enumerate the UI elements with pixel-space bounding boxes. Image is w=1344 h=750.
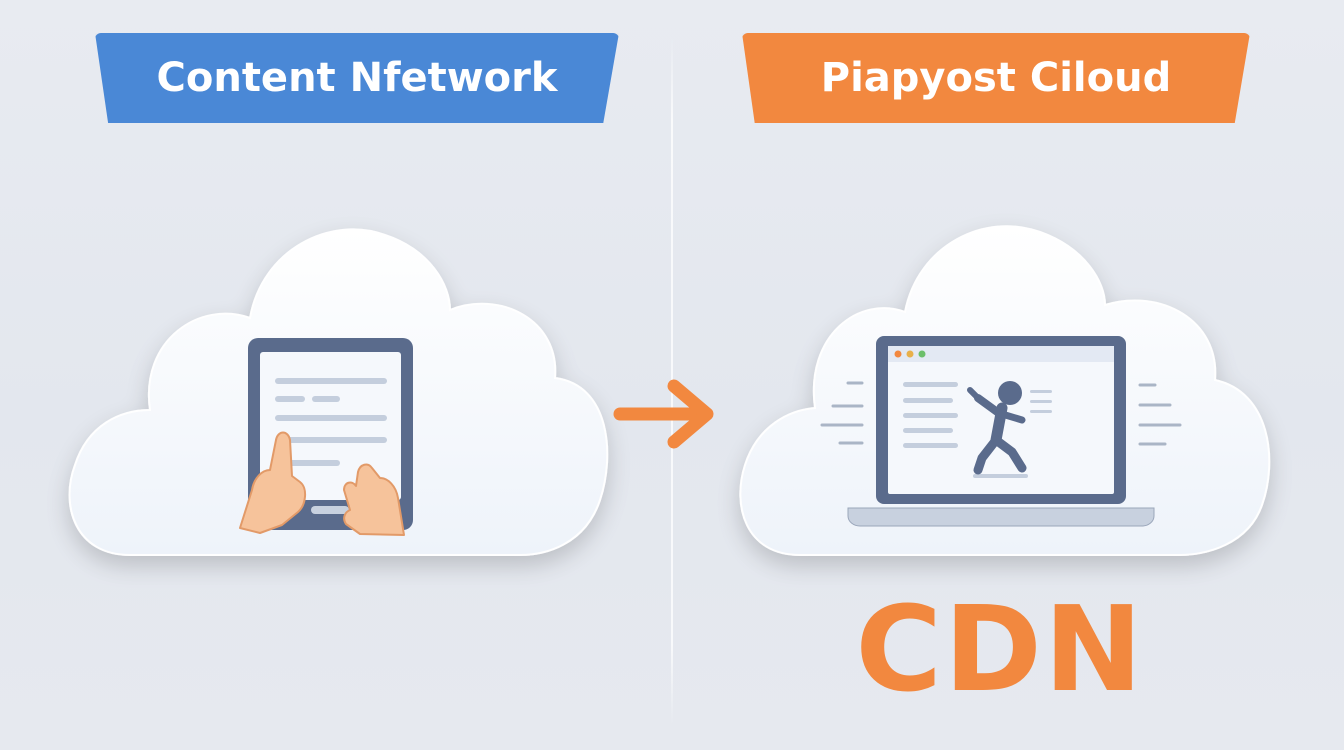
right-banner-label: Piapyost Ciloud <box>820 55 1172 101</box>
person-running-icon <box>967 381 1027 475</box>
hands-icon <box>239 431 405 536</box>
left-banner-label: Content Nfetwork <box>156 55 558 101</box>
right-banner: Piapyost Ciloud <box>742 33 1250 123</box>
speed-lines <box>820 381 1182 446</box>
left-banner: Content Nfetwork <box>95 33 619 123</box>
arrow-right-icon <box>613 379 714 449</box>
cdn-label: CDN <box>855 580 1145 718</box>
